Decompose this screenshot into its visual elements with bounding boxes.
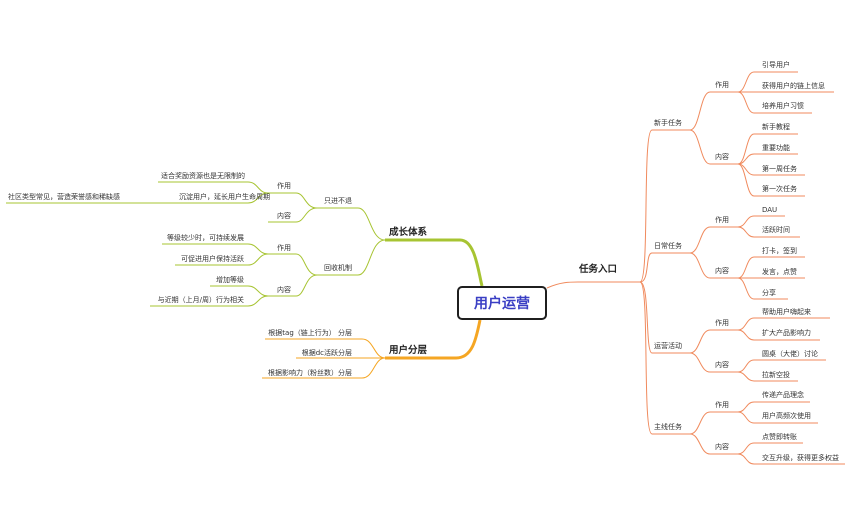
leaf-layer-1[interactable]: 根据dc活跃分层 bbox=[301, 349, 352, 357]
leaf-keep-note[interactable]: 社区类型常见，营造荣誉感和稀缺感 bbox=[8, 193, 120, 201]
node-daily-content[interactable]: 内容 bbox=[715, 267, 729, 275]
leaf-newbie-content-2[interactable]: 第一周任务 bbox=[762, 165, 797, 173]
node-keep-only[interactable]: 只进不退 bbox=[324, 197, 352, 205]
node-newbie-use[interactable]: 作用 bbox=[715, 81, 729, 89]
leaf-daily-content-2[interactable]: 分享 bbox=[762, 289, 776, 297]
leaf-main-use-0[interactable]: 传递产品理念 bbox=[762, 391, 804, 399]
leaf-ops-use-0[interactable]: 帮助用户嗨起来 bbox=[762, 308, 811, 316]
leaf-ops-content-0[interactable]: 圆桌（大佬）讨论 bbox=[762, 350, 818, 358]
node-daily-use[interactable]: 作用 bbox=[715, 216, 729, 224]
node-ops-content[interactable]: 内容 bbox=[715, 361, 729, 369]
leaf-daily-content-1[interactable]: 发言，点赞 bbox=[762, 268, 797, 276]
branch-growth-system[interactable]: 成长体系 bbox=[388, 227, 427, 238]
node-recycle-content[interactable]: 内容 bbox=[277, 286, 291, 294]
leaf-newbie-use-1[interactable]: 获得用户的链上信息 bbox=[762, 82, 825, 90]
node-ops-event[interactable]: 运营活动 bbox=[654, 342, 682, 350]
leaf-daily-use-0[interactable]: DAU bbox=[762, 206, 778, 214]
branch-task-entry[interactable]: 任务入口 bbox=[579, 264, 618, 275]
leaf-layer-0[interactable]: 根据tag（链上行为） 分层 bbox=[268, 329, 352, 337]
leaf-layer-2[interactable]: 根据影响力（粉丝数）分层 bbox=[268, 369, 352, 377]
node-main-content[interactable]: 内容 bbox=[715, 443, 729, 451]
node-main-task[interactable]: 主线任务 bbox=[654, 423, 682, 431]
leaf-daily-content-0[interactable]: 打卡，签到 bbox=[762, 247, 797, 255]
node-keep-content[interactable]: 内容 bbox=[277, 212, 291, 220]
branch-user-layering[interactable]: 用户分层 bbox=[388, 345, 427, 356]
leaf-main-use-1[interactable]: 用户高频次使用 bbox=[762, 412, 811, 420]
root-node[interactable]: 用户运营 bbox=[457, 286, 547, 320]
leaf-newbie-content-0[interactable]: 新手教程 bbox=[762, 123, 790, 131]
leaf-newbie-use-2[interactable]: 培养用户习惯 bbox=[762, 102, 804, 110]
leaf-keep-use-1[interactable]: 沉淀用户，延长用户生命周期 bbox=[179, 193, 270, 201]
leaf-recycle-content-1[interactable]: 与近期（上月/周）行为相关 bbox=[157, 296, 244, 304]
leaf-recycle-use-0[interactable]: 等级较少时，可持续发展 bbox=[167, 234, 244, 242]
node-recycle[interactable]: 回收机制 bbox=[324, 264, 352, 272]
node-recycle-use[interactable]: 作用 bbox=[277, 244, 291, 252]
node-daily-task[interactable]: 日常任务 bbox=[654, 242, 682, 250]
leaf-main-content-0[interactable]: 点赞即转账 bbox=[762, 433, 797, 441]
leaf-keep-use-0[interactable]: 适合奖励资源也是无限制的 bbox=[161, 172, 245, 180]
leaf-ops-use-1[interactable]: 扩大产品影响力 bbox=[762, 329, 811, 337]
leaf-main-content-1[interactable]: 交互升级，获得更多权益 bbox=[762, 454, 839, 462]
node-ops-use[interactable]: 作用 bbox=[715, 319, 729, 327]
node-newbie-task[interactable]: 新手任务 bbox=[654, 119, 682, 127]
leaf-daily-use-1[interactable]: 活跃时间 bbox=[762, 226, 790, 234]
node-main-use[interactable]: 作用 bbox=[715, 401, 729, 409]
leaf-recycle-use-1[interactable]: 可促进用户保持活跃 bbox=[181, 255, 244, 263]
leaf-newbie-use-0[interactable]: 引导用户 bbox=[762, 61, 790, 69]
leaf-recycle-content-0[interactable]: 增加等级 bbox=[216, 276, 244, 284]
leaf-newbie-content-1[interactable]: 重要功能 bbox=[762, 144, 790, 152]
leaf-newbie-content-3[interactable]: 第一次任务 bbox=[762, 185, 797, 193]
node-keep-use[interactable]: 作用 bbox=[277, 182, 291, 190]
leaf-ops-content-1[interactable]: 拉新空投 bbox=[762, 371, 790, 379]
node-newbie-content[interactable]: 内容 bbox=[715, 153, 729, 161]
